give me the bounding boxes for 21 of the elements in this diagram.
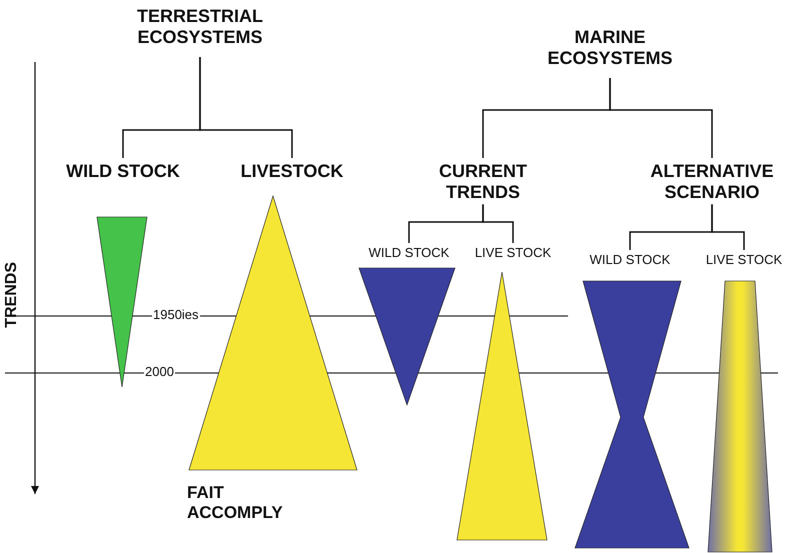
category-label: WILD STOCK xyxy=(359,246,459,261)
category-label: LIVESTOCK xyxy=(222,161,362,182)
category-label: WILD STOCK xyxy=(580,253,680,268)
category-label: WILD STOCK xyxy=(48,161,198,182)
triangle-shape xyxy=(358,268,456,406)
category-label: ALTERNATIVE SCENARIO xyxy=(637,161,787,202)
hourglass-shape xyxy=(574,280,690,548)
trapezoid-shape xyxy=(708,280,772,552)
note-label: FAIT ACCOMPLY xyxy=(187,483,284,522)
category-label: LIVE STOCK xyxy=(694,253,794,268)
axis-label: TRENDS xyxy=(3,262,21,328)
triangle-shape xyxy=(456,272,548,540)
bracket-line xyxy=(199,57,293,158)
category-label: TERRESTRIAL ECOSYSTEMS xyxy=(115,6,285,48)
category-label: MARINE ECOSYSTEMS xyxy=(540,27,680,68)
bracket-line xyxy=(482,204,514,243)
bracket-line xyxy=(609,78,713,158)
category-label: LIVE STOCK xyxy=(463,246,563,261)
bracket-line xyxy=(711,204,745,250)
triangle-shape xyxy=(96,216,148,388)
category-label: CURRENT TRENDS xyxy=(418,161,548,202)
